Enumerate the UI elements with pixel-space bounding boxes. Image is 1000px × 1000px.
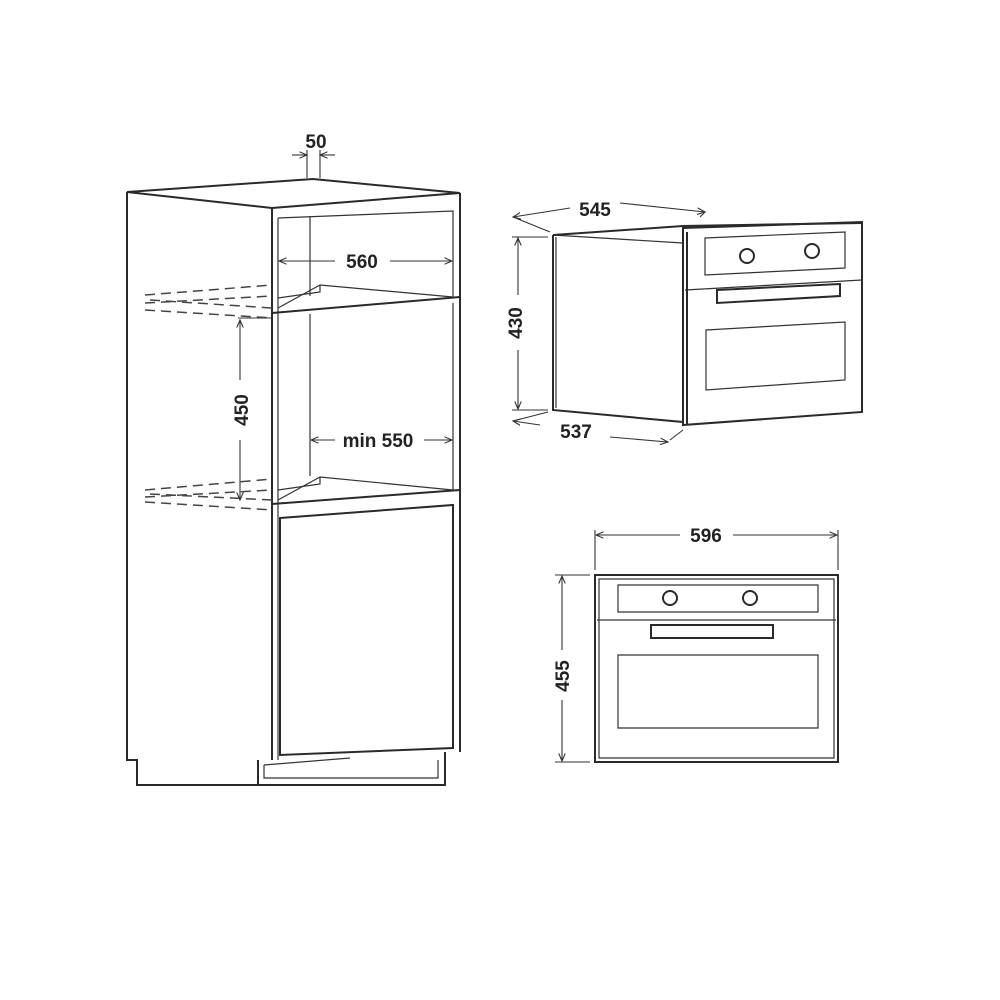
dim-min-depth: min 550 xyxy=(343,431,414,452)
knob-icon xyxy=(742,590,758,606)
dim-niche-height: 450 xyxy=(232,394,253,426)
cabinet-drawing xyxy=(126,177,461,786)
oven-front-drawing xyxy=(594,574,839,763)
dim-top-gap: 50 xyxy=(305,132,326,153)
dim-inner-width: 560 xyxy=(346,252,378,273)
cabinet-dimensions: 50 560 450 min 550 xyxy=(232,132,452,500)
dim-depth-bottom: 537 xyxy=(560,422,592,443)
oven-perspective-dimensions: 545 430 537 xyxy=(506,200,705,443)
knob-icon xyxy=(739,248,755,264)
oven-perspective-drawing xyxy=(552,220,863,427)
knob-icon xyxy=(804,243,820,259)
dim-height-455: 455 xyxy=(553,660,574,692)
oven-front-dimensions: 596 455 xyxy=(553,526,839,763)
knob-icon xyxy=(662,590,678,606)
dim-depth-top: 545 xyxy=(579,200,611,221)
dim-width-596: 596 xyxy=(690,526,722,547)
dim-height-430: 430 xyxy=(506,307,527,339)
